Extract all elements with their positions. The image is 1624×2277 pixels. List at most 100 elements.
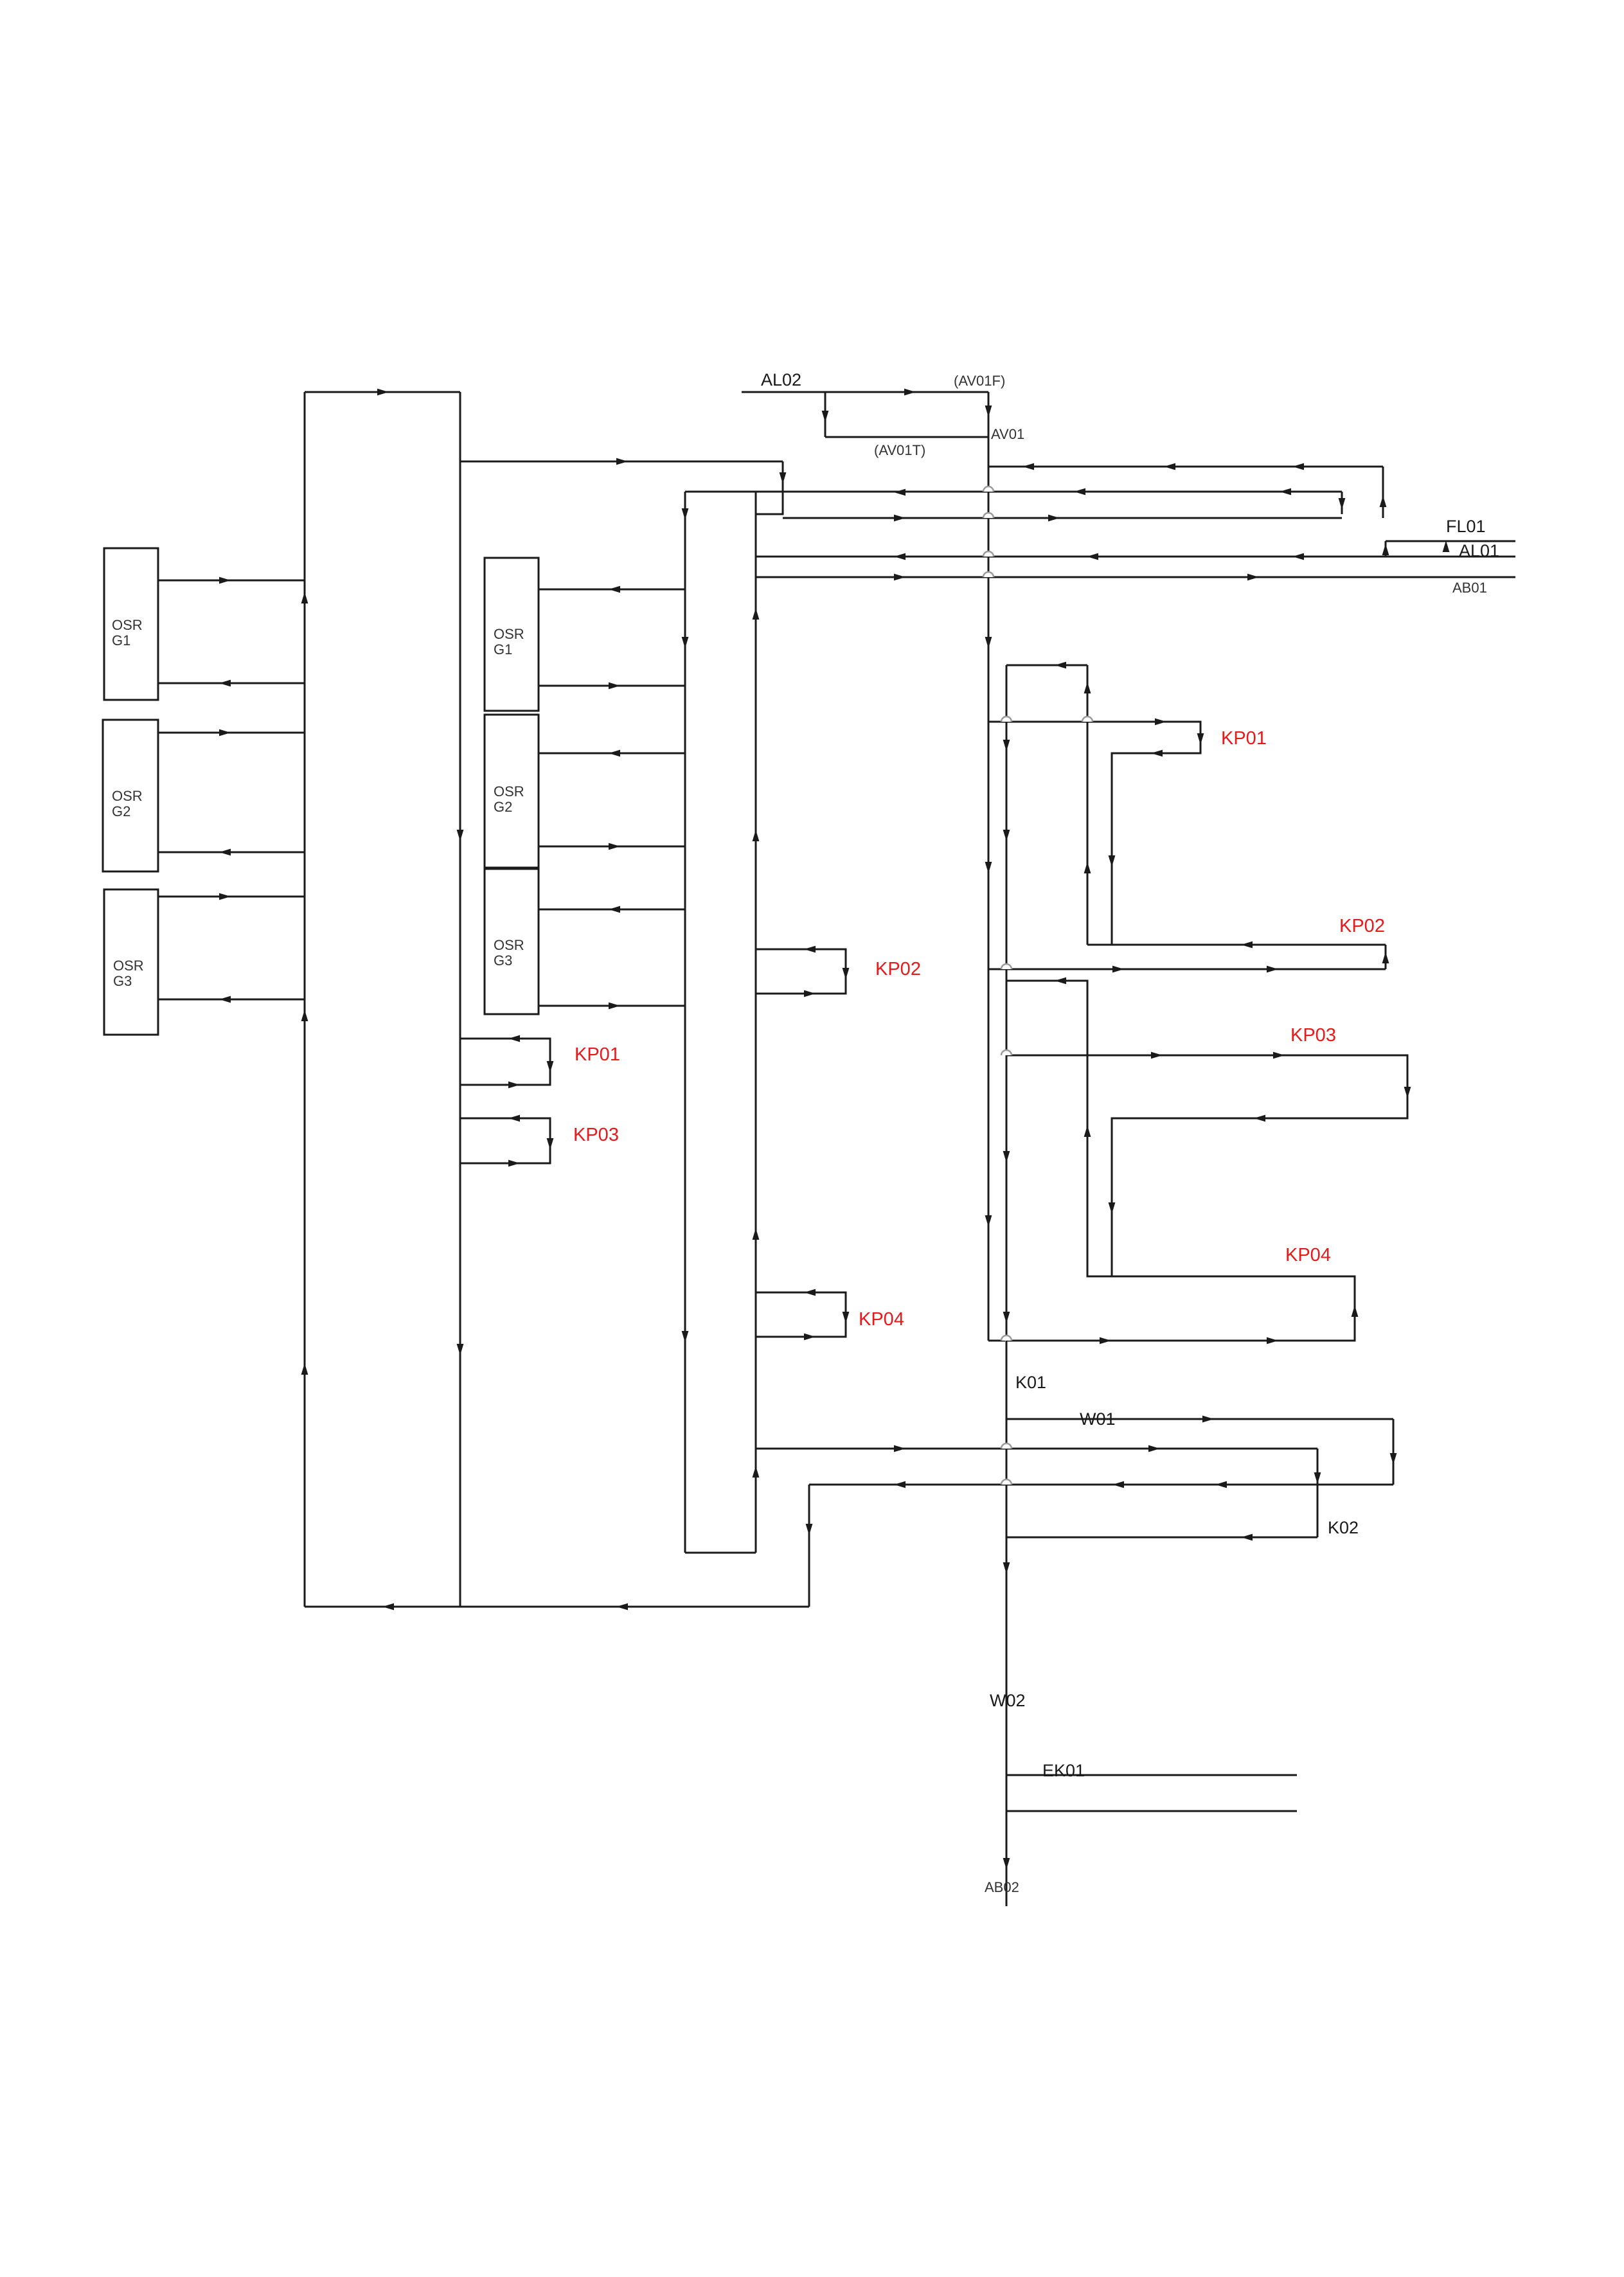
flow-arrow bbox=[508, 1081, 520, 1089]
osr-mid-g1-box bbox=[483, 557, 540, 712]
osr-left-g3-box bbox=[103, 888, 159, 1036]
flow-arrow bbox=[616, 458, 628, 465]
flow-arrow bbox=[681, 1331, 689, 1343]
flow-arrow bbox=[1314, 1472, 1321, 1484]
flow-arrow bbox=[1148, 1445, 1160, 1452]
kp-right-kp02-label: KP02 bbox=[1339, 916, 1385, 936]
flow-arrow bbox=[219, 729, 231, 737]
flow-arrow bbox=[609, 585, 620, 593]
flow-arrow bbox=[508, 1114, 520, 1122]
flow-arrow bbox=[1247, 573, 1259, 581]
av01-label: AV01 bbox=[991, 426, 1024, 442]
flow-arrow bbox=[1379, 496, 1387, 507]
kp-left-loops bbox=[460, 1037, 551, 1165]
flow-arrow bbox=[508, 1035, 520, 1042]
al02-label: AL02 bbox=[761, 370, 801, 389]
flow-arrow bbox=[616, 1603, 628, 1611]
flow-arrow bbox=[752, 1466, 760, 1478]
flow-arrow bbox=[1022, 463, 1034, 470]
flow-arrow bbox=[894, 553, 906, 560]
flow-arrow bbox=[985, 406, 992, 417]
bottom-section bbox=[756, 1341, 1395, 1906]
flow-arrow bbox=[1267, 965, 1278, 973]
flow-arrow bbox=[1202, 1415, 1214, 1423]
flow-arrow bbox=[1197, 733, 1204, 745]
flow-arrow bbox=[1055, 977, 1066, 985]
flow-arrow bbox=[1003, 1858, 1010, 1870]
flow-arrow bbox=[1254, 1114, 1265, 1122]
flow-arrow bbox=[1048, 514, 1060, 522]
flow-arrows bbox=[219, 388, 1450, 1870]
flow-arrow bbox=[609, 906, 620, 913]
kp-mid-loops bbox=[756, 948, 847, 1338]
flow-arrow bbox=[752, 608, 760, 620]
flow-arrow bbox=[1338, 498, 1346, 510]
mid-column bbox=[684, 490, 757, 1554]
flow-arrow bbox=[985, 637, 992, 648]
osr-mid-g2-line2: G2 bbox=[494, 799, 512, 815]
flow-arrow bbox=[985, 1215, 992, 1227]
flow-arrow bbox=[546, 1138, 554, 1150]
flow-arrow bbox=[609, 1002, 620, 1010]
flow-arrow bbox=[894, 514, 906, 522]
kp-right-kp03-label: KP03 bbox=[1290, 1025, 1336, 1046]
kp-mid-kp04-label: KP04 bbox=[859, 1309, 904, 1330]
flow-arrow bbox=[301, 1363, 308, 1375]
osr-left-g1-line1: OSR bbox=[112, 617, 143, 633]
flow-arrow bbox=[904, 388, 916, 396]
flow-arrow bbox=[301, 592, 308, 603]
flow-arrow bbox=[894, 1481, 906, 1488]
flow-arrow bbox=[301, 1010, 308, 1021]
flow-arrow bbox=[1003, 740, 1010, 751]
flow-arrow bbox=[804, 1289, 816, 1296]
w02-label: W02 bbox=[990, 1691, 1026, 1710]
flow-arrow bbox=[805, 1524, 813, 1535]
flow-arrow bbox=[1241, 941, 1253, 949]
k02-label: K02 bbox=[1328, 1518, 1359, 1537]
left-manifold bbox=[303, 391, 809, 1608]
flow-arrow bbox=[1100, 1337, 1111, 1344]
flow-arrow bbox=[1151, 749, 1163, 757]
flow-arrow bbox=[546, 1061, 554, 1073]
al01-label: AL01 bbox=[1459, 541, 1499, 560]
osr-left-connections bbox=[158, 579, 305, 1001]
flow-arrow bbox=[1112, 1481, 1124, 1488]
flow-arrow bbox=[1003, 1151, 1010, 1163]
osr-mid-g3-line2: G3 bbox=[494, 952, 512, 969]
flow-arrow bbox=[752, 1228, 760, 1240]
flow-arrow bbox=[1087, 553, 1098, 560]
flow-arrow bbox=[1351, 1305, 1359, 1317]
osr-left-g1-line2: G1 bbox=[112, 632, 130, 648]
kp-left-kp03-label: KP03 bbox=[573, 1125, 619, 1145]
flow-arrow bbox=[1155, 718, 1166, 726]
flow-arrow bbox=[1074, 488, 1085, 496]
flow-arrow bbox=[1003, 1312, 1010, 1323]
flow-arrow bbox=[219, 996, 231, 1003]
flow-arrow bbox=[779, 472, 787, 484]
flow-arrow bbox=[1084, 682, 1091, 693]
flow-arrow bbox=[804, 945, 816, 953]
kp-right-kp04-label: KP04 bbox=[1285, 1245, 1331, 1265]
flow-arrow bbox=[821, 411, 829, 422]
osr-left-g3-line2: G3 bbox=[113, 973, 132, 989]
flow-arrow bbox=[1084, 862, 1091, 873]
osr-mid-g1-line1: OSR bbox=[494, 626, 524, 642]
flow-arrow bbox=[1003, 830, 1010, 841]
top-right-feeds bbox=[756, 465, 1515, 578]
flow-arrow bbox=[894, 1445, 906, 1452]
ab01-label: AB01 bbox=[1452, 580, 1487, 596]
flow-arrow bbox=[894, 573, 906, 581]
ab02-label: AB02 bbox=[985, 1879, 1019, 1895]
flow-arrow bbox=[681, 508, 689, 520]
flow-arrow bbox=[1055, 661, 1066, 669]
flow-arrow bbox=[894, 488, 906, 496]
flow-arrow bbox=[1108, 855, 1116, 867]
fl01-label: FL01 bbox=[1446, 517, 1486, 536]
line-hops bbox=[982, 485, 1094, 1485]
